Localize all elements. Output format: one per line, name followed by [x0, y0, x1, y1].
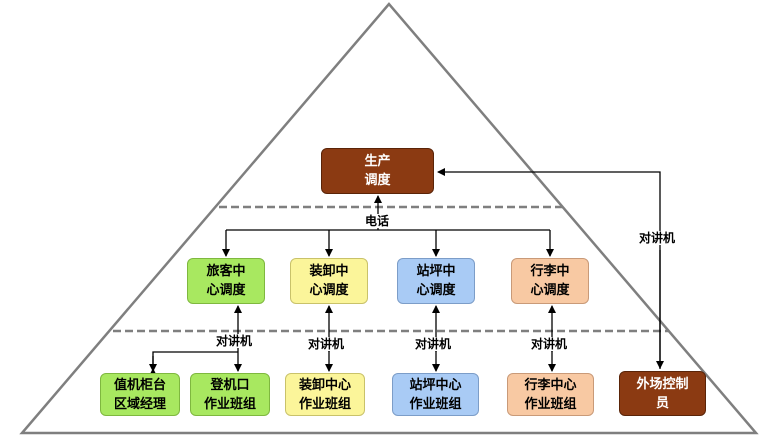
passenger-center-line1: 旅客中 — [206, 264, 246, 279]
checkin-counter-manager-box: 值机柜台 区域经理 — [100, 373, 180, 416]
field-controller-box: 外场控制 员 — [619, 371, 706, 416]
apron-center-line2: 心调度 — [416, 283, 456, 298]
loading-team-line2: 作业班组 — [298, 396, 351, 412]
apron-team-line1: 站坪中心 — [409, 377, 462, 393]
boarding-gate-team-box: 登机口 作业班组 — [190, 373, 270, 416]
intercom-label-baggage: 对讲机 — [529, 337, 570, 351]
apron-center-line1: 站坪中 — [416, 264, 456, 279]
intercom-label-apron: 对讲机 — [413, 337, 454, 351]
loading-center-line1: 装卸中 — [309, 264, 349, 279]
loading-center-dispatch-box: 装卸中 心调度 — [290, 258, 368, 304]
apron-team-line2: 作业班组 — [409, 396, 462, 412]
baggage-center-line1: 行李中 — [530, 264, 570, 279]
passenger-center-dispatch-box: 旅客中 心调度 — [187, 258, 265, 304]
loading-center-team-box: 装卸中心 作业班组 — [285, 373, 365, 416]
baggage-center-dispatch-box: 行李中 心调度 — [511, 258, 589, 304]
baggage-team-line2: 作业班组 — [524, 396, 577, 412]
boarding-gate-line2: 作业班组 — [203, 396, 256, 412]
apron-center-dispatch-box: 站坪中 心调度 — [397, 258, 475, 304]
loading-team-line1: 装卸中心 — [298, 377, 351, 393]
passenger-center-line2: 心调度 — [206, 283, 246, 298]
field-controller-line2: 员 — [655, 395, 669, 411]
intercom-label-passenger: 对讲机 — [214, 334, 255, 348]
production-dispatch-line2: 调度 — [364, 173, 391, 188]
phone-label: 电话 — [363, 214, 392, 228]
checkin-counter-line1: 值机柜台 — [113, 377, 166, 393]
baggage-team-line1: 行李中心 — [524, 377, 577, 393]
production-dispatch-line1: 生产 — [364, 154, 391, 169]
loading-center-line2: 心调度 — [309, 283, 349, 298]
pyramid-outline — [19, 2, 759, 435]
intercom-label-loading: 对讲机 — [306, 337, 347, 351]
intercom-label-field: 对讲机 — [637, 231, 678, 245]
production-dispatch-box: 生产 调度 — [321, 148, 434, 194]
boarding-gate-line1: 登机口 — [210, 377, 250, 393]
field-controller-line1: 外场控制 — [636, 376, 689, 392]
checkin-counter-line2: 区域经理 — [113, 396, 166, 412]
apron-center-team-box: 站坪中心 作业班组 — [392, 373, 479, 416]
baggage-center-line2: 心调度 — [530, 283, 570, 298]
baggage-center-team-box: 行李中心 作业班组 — [507, 373, 594, 416]
intercom-passenger-branch — [149, 351, 238, 376]
